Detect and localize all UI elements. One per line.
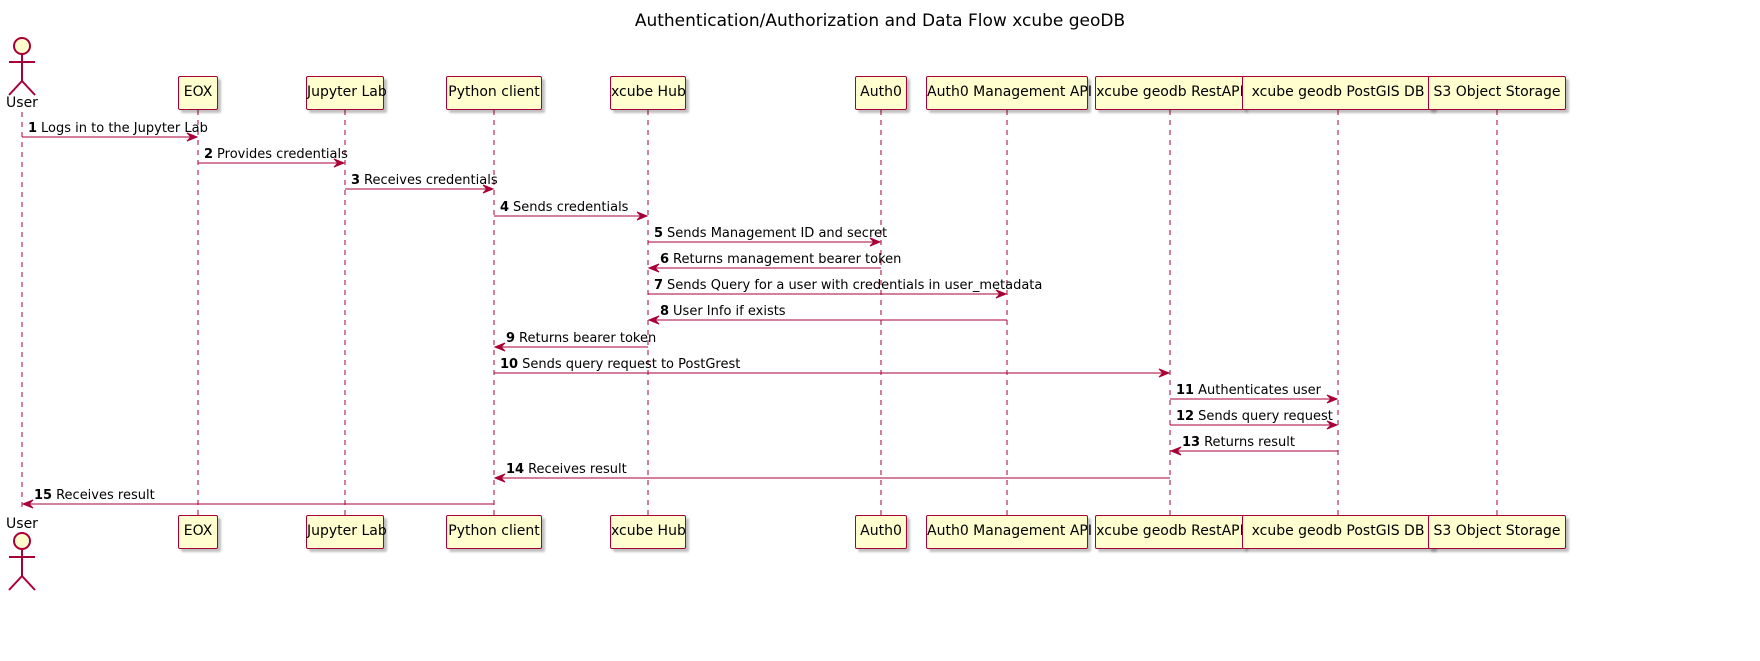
message-number: 4: [500, 200, 510, 215]
participant-eox-top: EOX: [178, 76, 218, 110]
message-text: Sends Query for a user with credentials …: [667, 278, 1043, 293]
message-arrowhead-15: [21, 499, 34, 509]
message-text: Returns bearer token: [519, 331, 657, 346]
actor-leg-left-top: [8, 80, 23, 96]
message-number: 13: [1182, 435, 1201, 450]
participant-rest-bottom: xcube geodb RestAPI: [1095, 515, 1245, 549]
message-arrowhead-2: [333, 158, 346, 168]
message-text: Receives credentials: [364, 173, 498, 188]
message-text: Sends query request to PostGrest: [522, 357, 741, 372]
message-arrowhead-7: [995, 289, 1008, 299]
message-arrowhead-5: [869, 237, 882, 247]
message-number: 11: [1176, 383, 1195, 398]
actor-leg-left-bottom: [8, 575, 23, 591]
message-text: Sends credentials: [513, 200, 629, 215]
message-text: Returns result: [1204, 435, 1295, 450]
message-number: 9: [506, 331, 516, 346]
actor-label-top: User: [6, 95, 38, 111]
participant-pg-bottom: xcube geodb PostGIS DB: [1242, 515, 1434, 549]
participant-python-top: Python client: [446, 76, 542, 110]
actor-leg-right-bottom: [21, 575, 36, 591]
participant-hub-bottom: xcube Hub: [610, 515, 686, 549]
participant-hub-top: xcube Hub: [610, 76, 686, 110]
message-text: Sends query request: [1198, 409, 1333, 424]
message-arrowhead-10: [1158, 368, 1171, 378]
message-text: User Info if exists: [673, 304, 786, 319]
actor-head-bottom: [13, 532, 31, 550]
participant-python-bottom: Python client: [446, 515, 542, 549]
message-number: 6: [660, 252, 670, 267]
message-number: 5: [654, 226, 664, 241]
message-number: 3: [351, 173, 361, 188]
message-text: Authenticates user: [1198, 383, 1321, 398]
message-arrowhead-6: [647, 263, 660, 273]
actor-head-top: [13, 37, 31, 55]
message-number: 15: [34, 488, 53, 503]
participant-mgmt-bottom: Auth0 Management API: [926, 515, 1092, 549]
message-arrowhead-4: [636, 211, 649, 221]
message-text: Sends Management ID and secret: [667, 226, 888, 241]
participant-s3-bottom: S3 Object Storage: [1428, 515, 1566, 549]
message-number: 14: [506, 462, 525, 477]
message-arrowhead-12: [1326, 420, 1339, 430]
message-text: Receives result: [56, 488, 155, 503]
message-arrowhead-11: [1326, 394, 1339, 404]
diagram-title: Authentication/Authorization and Data Fl…: [634, 11, 1126, 31]
participant-auth0-bottom: Auth0: [855, 515, 907, 549]
message-arrowhead-3: [482, 184, 495, 194]
participant-s3-top: S3 Object Storage: [1428, 76, 1566, 110]
message-arrowhead-13: [1169, 446, 1182, 456]
actor-label-bottom: User: [6, 516, 38, 532]
participant-jupyter-top: Jupyter Lab: [306, 76, 387, 110]
actor-leg-right-top: [21, 80, 36, 96]
message-number: 8: [660, 304, 670, 319]
message-number: 1: [28, 121, 38, 136]
message-text: Receives result: [528, 462, 627, 477]
message-arrowhead-8: [647, 315, 660, 325]
participant-rest-top: xcube geodb RestAPI: [1095, 76, 1245, 110]
message-number: 10: [500, 357, 519, 372]
message-number: 2: [204, 147, 214, 162]
message-text: Returns management bearer token: [673, 252, 902, 267]
participant-pg-top: xcube geodb PostGIS DB: [1242, 76, 1434, 110]
message-arrowhead-1: [186, 132, 199, 142]
message-arrowhead-14: [493, 473, 506, 483]
participant-jupyter-bottom: Jupyter Lab: [306, 515, 387, 549]
participant-mgmt-top: Auth0 Management API: [926, 76, 1092, 110]
message-text: Provides credentials: [217, 147, 348, 162]
message-number: 12: [1176, 409, 1195, 424]
message-number: 7: [654, 278, 664, 293]
participant-auth0-top: Auth0: [855, 76, 907, 110]
message-text: Logs in to the Jupyter Lab: [41, 121, 208, 136]
participant-eox-bottom: EOX: [178, 515, 218, 549]
message-arrowhead-9: [493, 342, 506, 352]
